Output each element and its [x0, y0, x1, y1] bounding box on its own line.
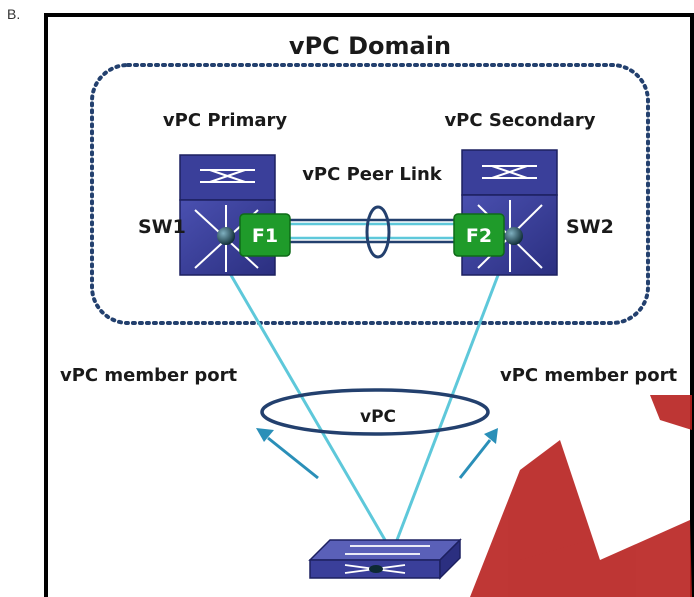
right-arrow — [458, 428, 498, 479]
watermark-shape — [470, 395, 692, 597]
sw1-label: SW1 — [138, 216, 186, 238]
f2-port — [453, 213, 505, 257]
peer-link-ellipse — [365, 205, 391, 259]
sw1-port-ball — [217, 227, 235, 245]
member-port-right-label: vPC member port — [500, 365, 677, 386]
member-port-left-label: vPC member port — [60, 365, 237, 386]
sw2-port-ball — [505, 227, 523, 245]
sw2-front-icon — [482, 165, 537, 179]
figure-frame — [44, 13, 694, 597]
vpc-bundle-ellipse — [260, 388, 490, 436]
f1-label: F1 — [252, 225, 278, 247]
vpc-peer-link-label: vPC Peer Link — [302, 164, 443, 185]
vpc-peer-link-inner — [285, 222, 455, 240]
f2-label: F2 — [466, 225, 492, 247]
vpc-secondary-label: vPC Secondary — [444, 110, 595, 131]
access-switch — [308, 538, 462, 580]
vpc-peer-link — [285, 218, 455, 244]
left-arrow — [256, 428, 319, 480]
member-port-links — [226, 269, 502, 541]
vpc-label: vPC — [360, 407, 396, 427]
vpc-primary-label: vPC Primary — [163, 110, 287, 131]
vpc-domain-boundary — [90, 63, 650, 325]
vpc-domain-title: vPC Domain — [289, 32, 451, 60]
sw2-label: SW2 — [566, 216, 614, 238]
f1-port — [239, 213, 291, 257]
option-letter: B. — [7, 6, 21, 22]
sw1-front-icon — [200, 169, 255, 183]
